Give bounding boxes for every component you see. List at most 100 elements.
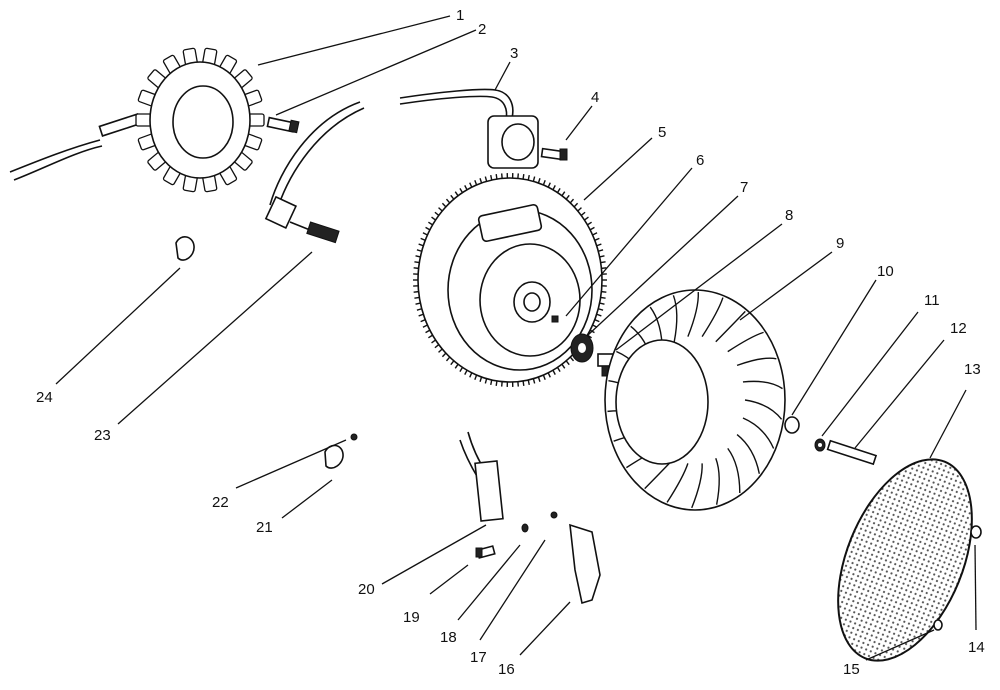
callout-17: 17 — [470, 649, 487, 666]
gear-tooth — [584, 216, 589, 221]
gear-tooth — [565, 360, 570, 366]
gear-tooth — [522, 173, 525, 180]
gear-tooth — [434, 344, 440, 349]
fan-part — [604, 289, 786, 511]
ignition-module-part — [264, 88, 539, 244]
key-part — [551, 315, 559, 323]
gear-tooth — [428, 334, 433, 339]
gear-tooth — [552, 369, 556, 375]
gear-tooth — [445, 198, 451, 204]
fan-blade — [742, 380, 783, 390]
gear-tooth — [552, 185, 556, 191]
gear-tooth — [556, 188, 561, 194]
callout-4: 4 — [591, 89, 599, 106]
fan-blade — [715, 457, 720, 505]
gear-tooth — [547, 182, 551, 188]
clip-21-part — [324, 444, 344, 469]
callout-7: 7 — [740, 179, 748, 196]
gear-tooth — [422, 324, 428, 328]
bracket-part — [569, 523, 601, 605]
gear-tooth — [542, 374, 546, 380]
gear-tooth — [425, 329, 431, 334]
gear-tooth — [600, 296, 606, 299]
gear-tooth — [556, 366, 561, 372]
nut-18-part — [521, 523, 529, 533]
gear-tooth — [414, 261, 420, 264]
gear-tooth — [479, 178, 483, 184]
gear-tooth — [445, 356, 451, 362]
screen-part — [837, 458, 973, 662]
gear-tooth — [464, 185, 468, 191]
gear-tooth — [438, 207, 443, 212]
callout-6: 6 — [696, 152, 704, 169]
gear-tooth — [596, 243, 602, 247]
gear-tooth — [431, 339, 436, 344]
fan-blade — [727, 447, 741, 493]
gear-tooth — [600, 261, 606, 264]
gear-tooth — [547, 372, 551, 378]
gear-tooth — [594, 319, 600, 323]
gear-tooth — [414, 296, 420, 299]
callout-16: 16 — [498, 661, 515, 678]
gear-tooth — [484, 176, 488, 182]
gear-tooth — [490, 174, 493, 181]
gear-tooth — [569, 356, 575, 362]
gear-tooth — [522, 380, 525, 387]
gear-tooth — [418, 243, 424, 247]
gear-tooth — [561, 363, 566, 369]
gear-tooth — [532, 378, 536, 384]
nut-17-part — [550, 511, 558, 519]
stator-part — [9, 47, 265, 193]
fan-blade — [736, 434, 761, 474]
gear-tooth — [587, 334, 592, 339]
gear-tooth — [577, 207, 582, 212]
gear-tooth — [469, 182, 473, 188]
gear-tooth — [415, 302, 421, 305]
gear-tooth — [441, 352, 447, 358]
gear-tooth — [592, 232, 598, 236]
gear-tooth — [587, 221, 592, 226]
callout-18: 18 — [440, 629, 457, 646]
gear-tooth — [527, 379, 530, 386]
gear-tooth — [479, 376, 483, 382]
gear-tooth — [422, 232, 428, 236]
fan-blade — [666, 463, 689, 503]
gear-tooth — [569, 198, 575, 204]
callout-14: 14 — [968, 639, 985, 656]
fan-blade — [736, 357, 777, 367]
gear-tooth — [450, 360, 455, 366]
gear-tooth — [413, 267, 419, 270]
stator-screw-part — [266, 116, 300, 134]
gear-tooth — [537, 178, 541, 184]
callout-8: 8 — [785, 207, 793, 224]
gear-tooth — [532, 176, 536, 182]
callout-24: 24 — [36, 389, 53, 406]
gear-tooth — [599, 302, 605, 305]
gear-tooth — [469, 372, 473, 378]
module-screw-part — [540, 147, 568, 161]
screw-19-part — [475, 545, 496, 559]
small-washer-part — [814, 438, 826, 452]
leader-lines — [55, 15, 977, 661]
callout-15: 15 — [843, 661, 860, 678]
gear-tooth — [416, 308, 422, 311]
gear-tooth — [484, 378, 488, 384]
callout-11: 11 — [924, 292, 940, 309]
screen-screw-part — [970, 525, 982, 539]
fan-blade — [744, 399, 783, 420]
gear-tooth — [561, 191, 566, 197]
callout-1: 1 — [456, 7, 464, 24]
callout-13: 13 — [964, 361, 981, 378]
callout-5: 5 — [658, 124, 666, 141]
gear-tooth — [450, 194, 455, 200]
gear-tooth — [420, 319, 426, 323]
callout-3: 3 — [510, 45, 518, 62]
callout-labels: 1 2 3 4 5 6 7 8 9 10 11 12 13 14 15 16 1… — [36, 7, 985, 678]
clip-24-part — [175, 236, 195, 261]
brake-bracket-part — [459, 431, 504, 522]
washer-part — [570, 333, 594, 363]
gear-tooth — [601, 290, 607, 293]
fan-blade — [727, 331, 764, 353]
callout-9: 9 — [836, 235, 844, 252]
